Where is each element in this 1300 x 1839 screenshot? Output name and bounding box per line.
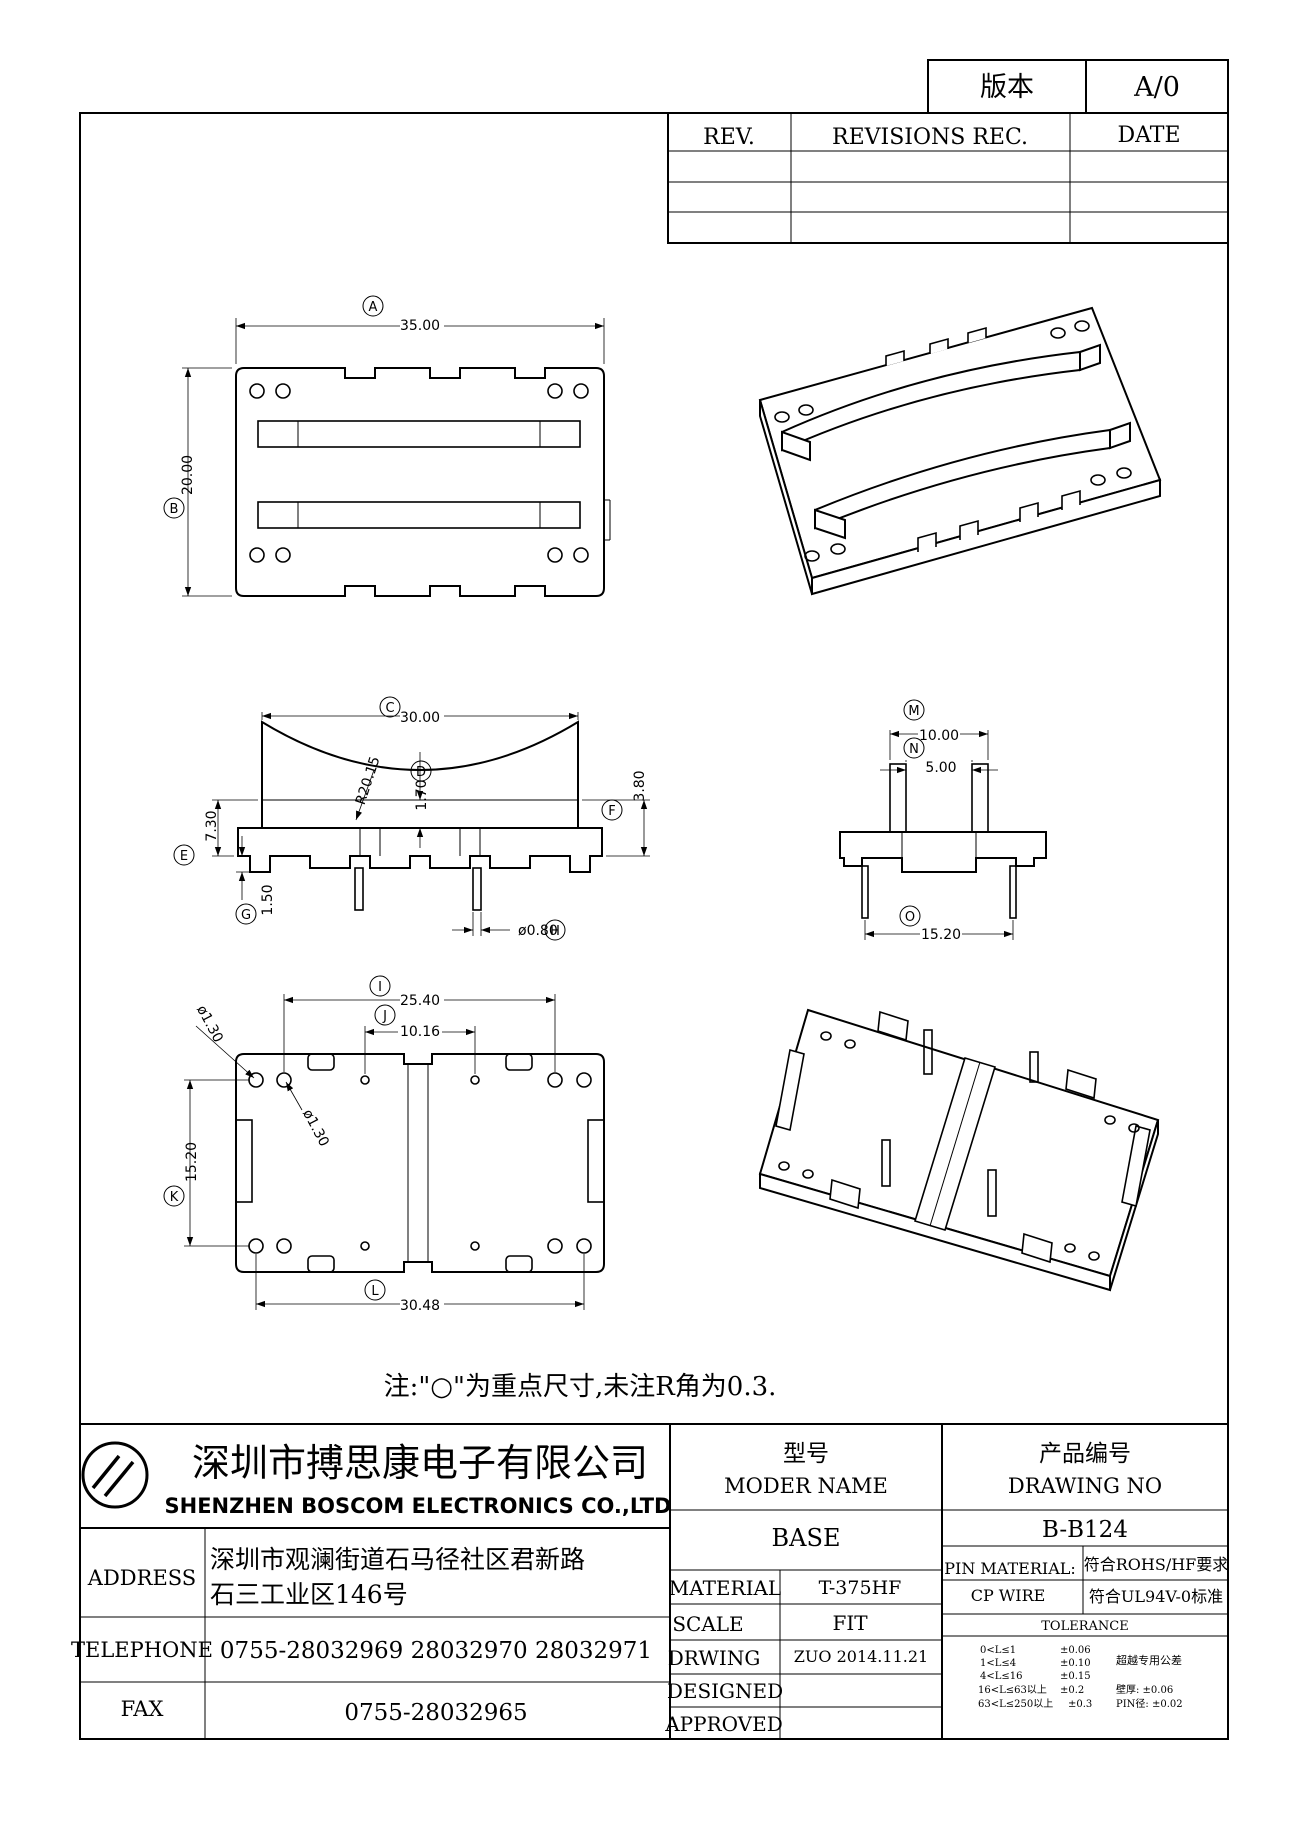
revisions-table: REV. REVISIONS REC. DATE xyxy=(667,112,1229,244)
rev-header: REV. xyxy=(703,125,755,150)
company-name-en: SHENZHEN BOSCOM ELECTRONICS CO.,LTD xyxy=(165,1494,672,1518)
dim-d-value: 1.70 xyxy=(414,779,430,810)
tolerance-value-1: ±0.06 xyxy=(1060,1645,1091,1656)
tolerance-range-1: 0<L≤1 xyxy=(980,1645,1016,1656)
dim-o-value: 15.20 xyxy=(921,927,961,943)
drawing-note: 注:"○"为重点尺寸,未注R角为0.3. xyxy=(384,1372,777,1402)
telephone-value: 0755-28032969 28032970 28032971 xyxy=(220,1638,652,1664)
drwing-value: ZUO 2014.11.21 xyxy=(794,1647,928,1666)
tolerance-value-3: ±0.15 xyxy=(1060,1671,1091,1682)
dim-c-value: 30.00 xyxy=(400,710,440,726)
dim-b-value: 20.00 xyxy=(180,455,196,495)
pin-diameter-tolerance: PIN径: ±0.02 xyxy=(1116,1697,1183,1710)
fax-label: FAX xyxy=(121,1697,164,1721)
drwing-label: DRWING xyxy=(668,1646,761,1670)
dim-l-letter: L xyxy=(371,1284,379,1299)
ul-compliance: 符合UL94V-0标准 xyxy=(1089,1587,1223,1606)
dim-n-letter: N xyxy=(909,742,919,757)
designed-label: DESIGNED xyxy=(667,1679,783,1703)
approved-label: APPROVED xyxy=(664,1712,783,1736)
tolerance-label: TOLERANCE xyxy=(1041,1619,1128,1634)
hole1-label: ø1.30 xyxy=(193,1003,226,1046)
model-name-value: BASE xyxy=(772,1524,841,1552)
iso-view-top xyxy=(758,306,1162,596)
dim-m-letter: M xyxy=(908,704,919,719)
tolerance-value-2: ±0.10 xyxy=(1060,1658,1091,1669)
company-name-cn: 深圳市搏思康电子有限公司 xyxy=(192,1441,648,1485)
drawing-no-value: B-B124 xyxy=(1042,1517,1128,1543)
dim-h-letter: H xyxy=(550,924,560,939)
fax-value: 0755-28032965 xyxy=(344,1700,527,1726)
address-line2: 石三工业区146号 xyxy=(210,1580,408,1609)
dim-i-letter: I xyxy=(378,980,382,995)
pin-material-label: PIN MATERIAL: xyxy=(944,1559,1076,1578)
date-header: DATE xyxy=(1117,123,1180,148)
dim-k-value: 15.20 xyxy=(184,1142,200,1182)
model-name-en: MODER NAME xyxy=(724,1474,888,1498)
material-value: T-375HF xyxy=(819,1577,902,1599)
address-line1: 深圳市观澜街道石马径社区君新路 xyxy=(210,1545,585,1574)
dim-g-letter: G xyxy=(241,908,251,923)
tolerance-value-5: ±0.3 xyxy=(1068,1699,1092,1710)
drawing-frame xyxy=(79,112,1229,1740)
dim-f-letter: F xyxy=(608,804,615,819)
front-view: 30.00 C R20.15 1.70 D 7.30 E 3.80 F 1.50… xyxy=(173,696,650,941)
dim-f-value: 3.80 xyxy=(632,770,648,801)
scale-label: SCALE xyxy=(672,1612,743,1636)
dim-h-value: ø0.80 xyxy=(518,923,558,939)
dim-j-value: 10.16 xyxy=(400,1024,440,1040)
dim-e-value: 7.30 xyxy=(204,810,220,841)
revisions-rec-header: REVISIONS REC. xyxy=(832,125,1028,150)
dim-i-value: 25.40 xyxy=(400,993,440,1009)
top-view: 35.00 A 20.00 B xyxy=(163,295,611,597)
dim-n-value: 5.00 xyxy=(925,760,956,776)
version-label: 版本 xyxy=(980,72,1034,103)
side-view: 10.00 M 5.00 N 15.20 O xyxy=(839,699,1047,944)
version-value: A/0 xyxy=(1133,72,1180,103)
tolerance-range-3: 4<L≤16 xyxy=(980,1671,1023,1682)
dim-m-value: 10.00 xyxy=(919,728,959,744)
tolerance-range-4: 16<L≤63以上 xyxy=(978,1684,1047,1696)
rohs-compliance: 符合ROHS/HF要求 xyxy=(1084,1555,1229,1574)
dim-l-value: 30.48 xyxy=(400,1298,440,1314)
drawing-no-cn: 产品编号 xyxy=(1039,1441,1131,1467)
tolerance-value-4: ±0.2 xyxy=(1060,1685,1084,1696)
drawing-no-en: DRAWING NO xyxy=(1008,1474,1162,1498)
material-label: MATERIAL xyxy=(669,1576,781,1600)
dim-d-letter: D xyxy=(416,765,426,780)
dim-c-letter: C xyxy=(385,701,394,716)
dim-j-letter: J xyxy=(382,1009,387,1024)
dim-k-letter: K xyxy=(170,1190,179,1205)
dim-g-value: 1.50 xyxy=(260,884,276,915)
scale-value: FIT xyxy=(832,1611,868,1635)
address-label: ADDRESS xyxy=(87,1566,196,1590)
pin-material-value: CP WIRE xyxy=(971,1586,1046,1605)
dim-o-letter: O xyxy=(905,910,915,925)
model-name-cn: 型号 xyxy=(783,1441,829,1467)
title-block: 深圳市搏思康电子有限公司 SHENZHEN BOSCOM ELECTRONICS… xyxy=(71,1423,1229,1739)
tolerance-range-5: 63<L≤250以上 xyxy=(978,1698,1053,1710)
tolerance-extra: 超越专用公差 xyxy=(1116,1653,1182,1667)
telephone-label: TELEPHONE xyxy=(71,1638,213,1662)
dim-e-letter: E xyxy=(180,849,188,864)
dim-a-letter: A xyxy=(369,300,378,315)
dim-b-letter: B xyxy=(170,502,179,517)
iso-view-bottom xyxy=(758,1008,1160,1292)
company-logo xyxy=(81,1441,149,1509)
tolerance-table: 0<L≤1 ±0.06 1<L≤4 ±0.10 4<L≤16 ±0.15 16<… xyxy=(978,1645,1183,1710)
bottom-view: 25.40 I 10.16 J ø1.30 ø1.30 15.20 K 30.4… xyxy=(163,975,605,1314)
wall-thickness-tolerance: 壁厚: ±0.06 xyxy=(1116,1683,1173,1696)
tolerance-range-2: 1<L≤4 xyxy=(980,1658,1016,1669)
dim-a-value: 35.00 xyxy=(400,318,440,334)
version-block: 版本 A/0 xyxy=(927,59,1229,114)
